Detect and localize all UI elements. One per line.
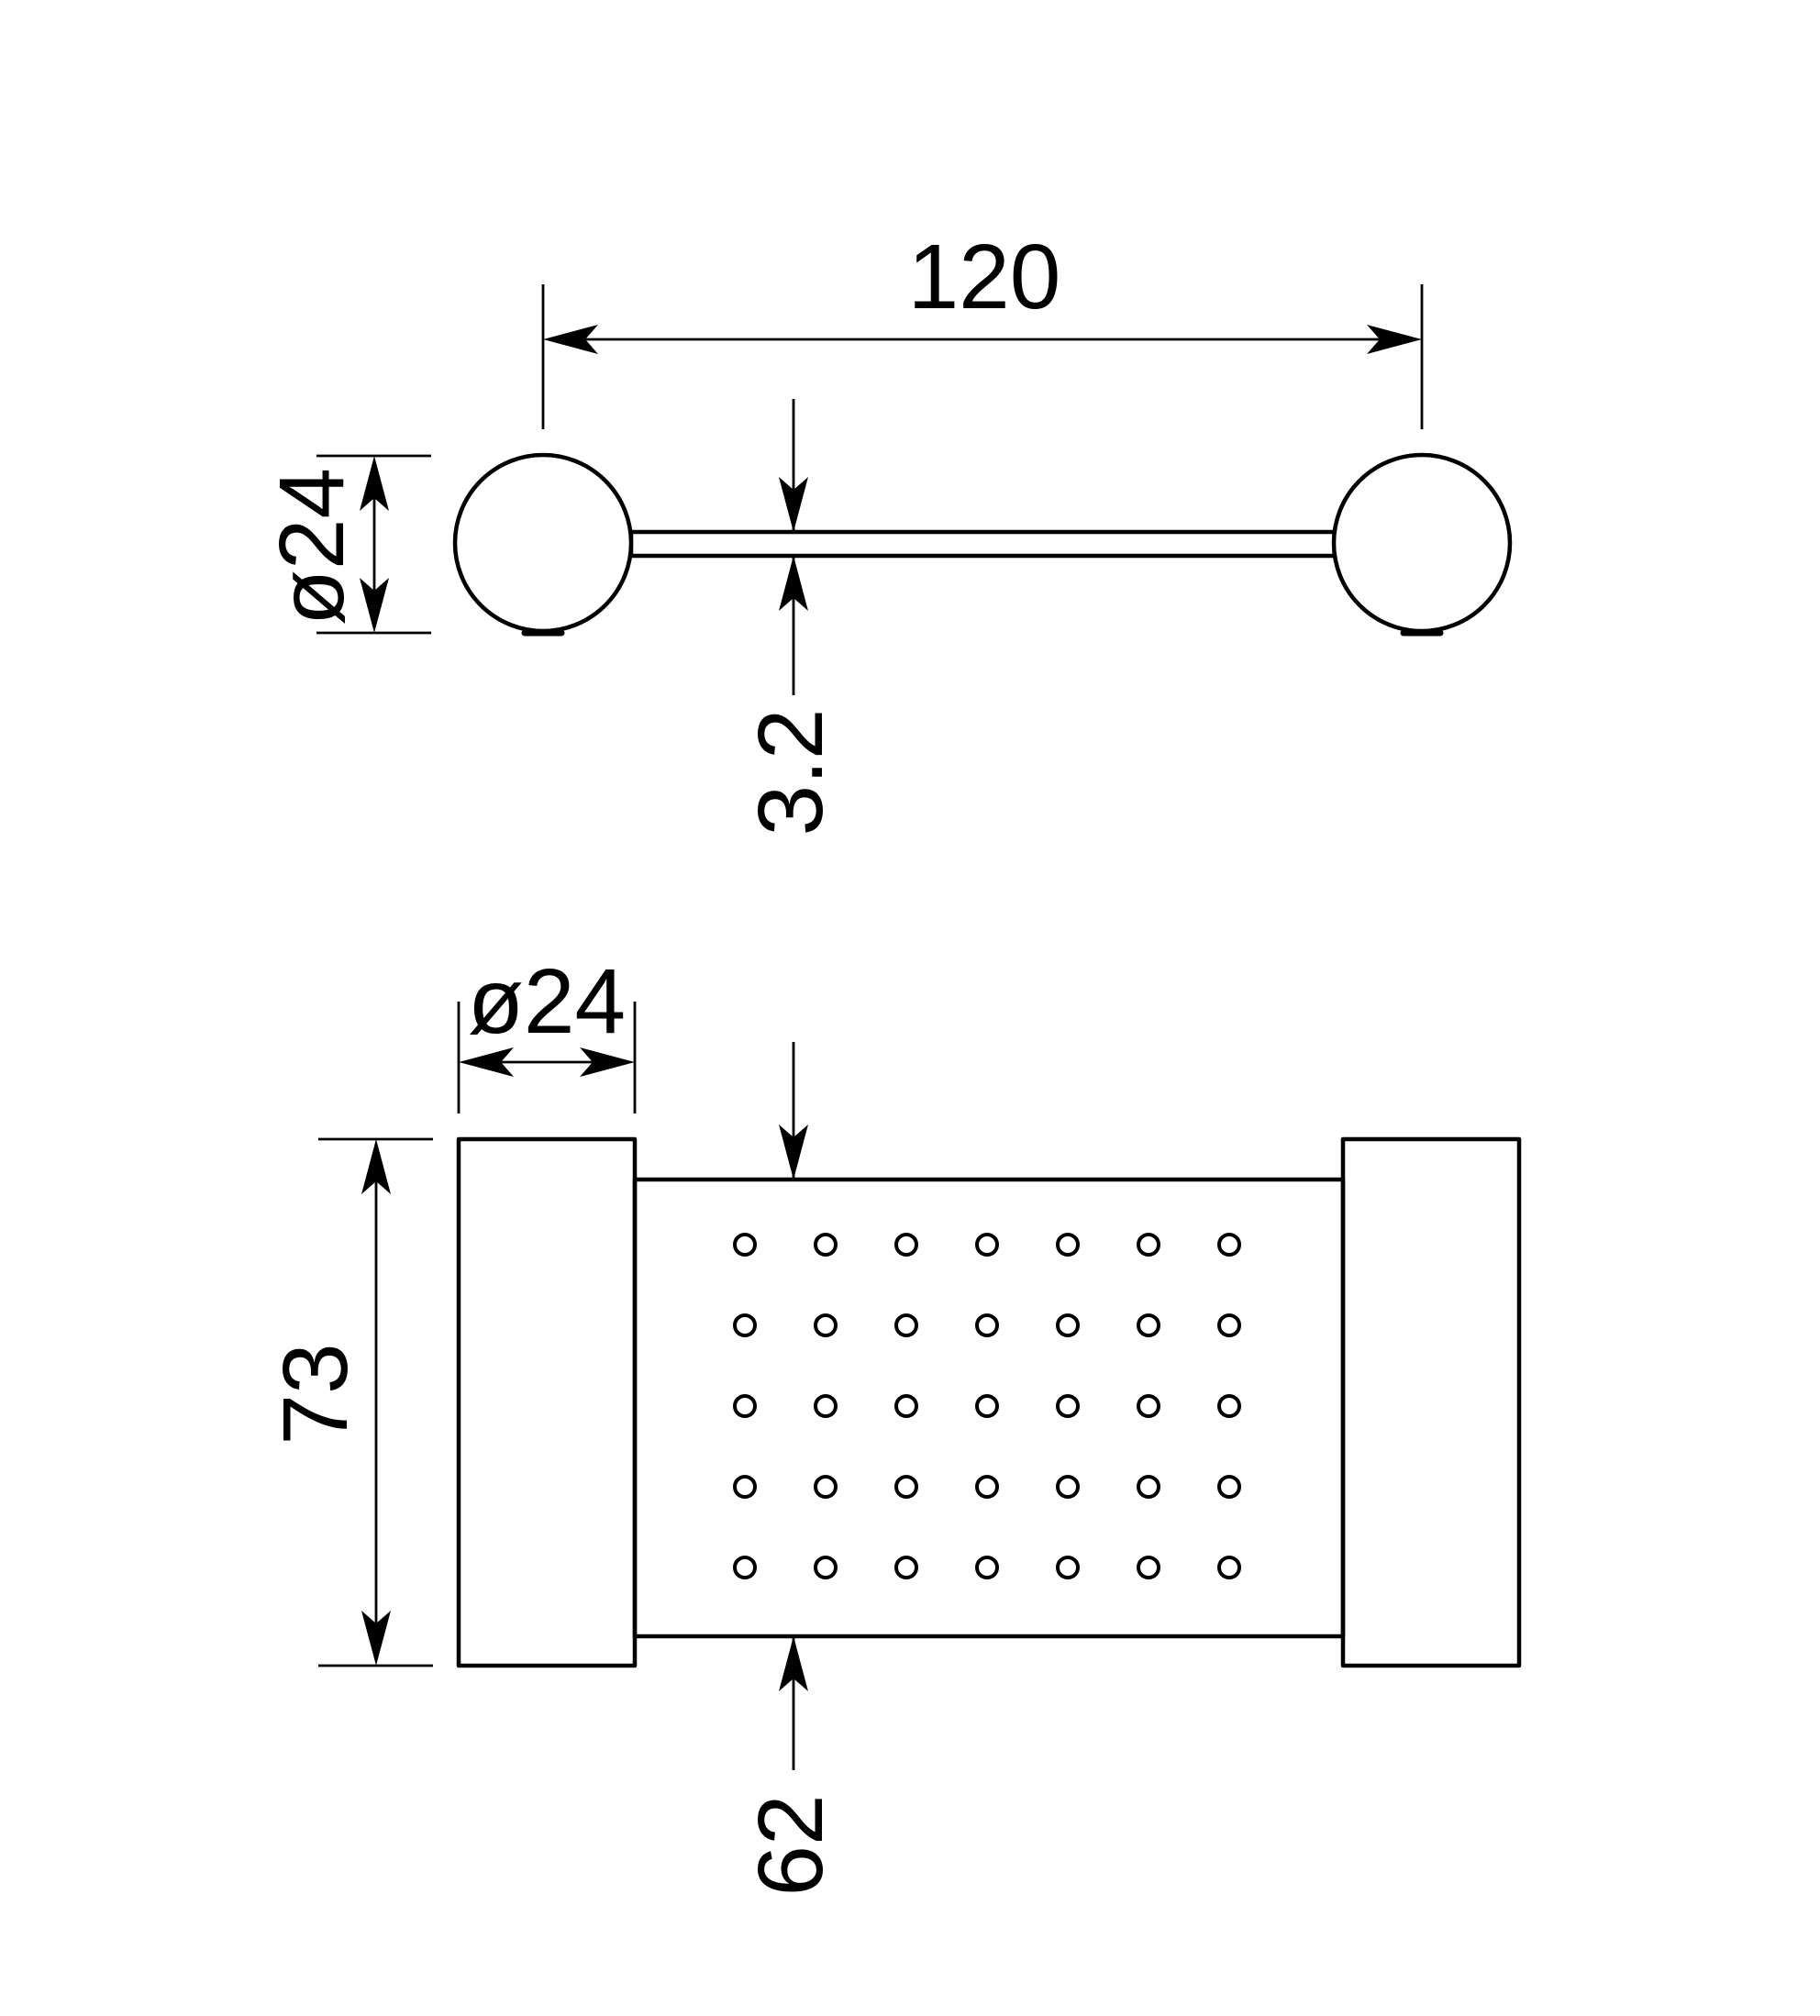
perforation-hole — [814, 1233, 838, 1257]
perforation-hole — [1056, 1313, 1080, 1337]
perforation-hole — [1056, 1233, 1080, 1257]
front-plate-arrow-lower — [779, 1636, 808, 1691]
perforation-hole — [1217, 1313, 1241, 1337]
perforation-hole — [733, 1475, 757, 1499]
perforation-hole — [733, 1233, 757, 1257]
front-height-label: 73 — [264, 1343, 367, 1445]
top-diameter-arrow-top — [360, 456, 389, 511]
front-plate-label: 62 — [739, 1794, 842, 1896]
perforation-hole — [1056, 1556, 1080, 1579]
perforation-hole — [894, 1556, 918, 1579]
perforation-hole — [1217, 1556, 1241, 1579]
perforation-hole — [733, 1556, 757, 1579]
perforation-hole — [1137, 1394, 1160, 1418]
perforation-hole — [894, 1394, 918, 1418]
top-width-arrow-left — [543, 325, 598, 354]
front-plate-arrow-upper — [779, 1124, 808, 1180]
top-diameter-label: ø24 — [261, 468, 363, 626]
front-view: ø24 73 62 — [264, 950, 1522, 1897]
perforation-hole — [1217, 1475, 1241, 1499]
perforation-hole — [1217, 1233, 1241, 1257]
perforation-hole — [975, 1394, 999, 1418]
front-diameter-arrow-left — [459, 1047, 514, 1077]
perforation-hole — [814, 1394, 838, 1418]
perforation-hole — [814, 1556, 838, 1579]
perforation-hole — [1056, 1475, 1080, 1499]
perforation-hole — [894, 1475, 918, 1499]
top-view-bar — [628, 529, 1340, 559]
perforation-hole — [733, 1313, 757, 1337]
perforation-grid — [733, 1233, 1241, 1579]
perforation-hole — [975, 1556, 999, 1579]
top-diameter-arrow-bottom — [360, 578, 389, 633]
perforation-hole — [975, 1313, 999, 1337]
perforation-hole — [1056, 1394, 1080, 1418]
perforation-hole — [1137, 1475, 1160, 1499]
front-view-plate — [632, 1177, 1346, 1639]
top-thickness-arrow-lower — [779, 556, 808, 611]
perforation-hole — [975, 1233, 999, 1257]
perforation-hole — [975, 1475, 999, 1499]
perforation-hole — [733, 1394, 757, 1418]
front-view-left-end — [456, 1136, 638, 1668]
front-view-right-end — [1340, 1136, 1522, 1668]
top-width-arrow-right — [1367, 325, 1422, 354]
perforation-hole — [1137, 1233, 1160, 1257]
top-view-left-end — [452, 452, 634, 634]
front-height-arrow-bottom — [361, 1611, 391, 1666]
front-diameter-label: ø24 — [468, 950, 626, 1053]
perforation-hole — [814, 1475, 838, 1499]
perforation-hole — [894, 1313, 918, 1337]
front-diameter-arrow-right — [580, 1047, 635, 1077]
front-height-arrow-top — [361, 1139, 391, 1194]
top-thickness-arrow-upper — [779, 477, 808, 532]
top-width-label: 120 — [908, 226, 1061, 328]
top-thickness-label: 3.2 — [739, 708, 842, 836]
perforation-hole — [894, 1233, 918, 1257]
top-view-right-end — [1331, 452, 1513, 634]
top-view: 120 ø24 3.2 — [261, 226, 1513, 836]
perforation-hole — [1137, 1313, 1160, 1337]
perforation-hole — [1137, 1556, 1160, 1579]
perforation-hole — [1217, 1394, 1241, 1418]
perforation-hole — [814, 1313, 838, 1337]
